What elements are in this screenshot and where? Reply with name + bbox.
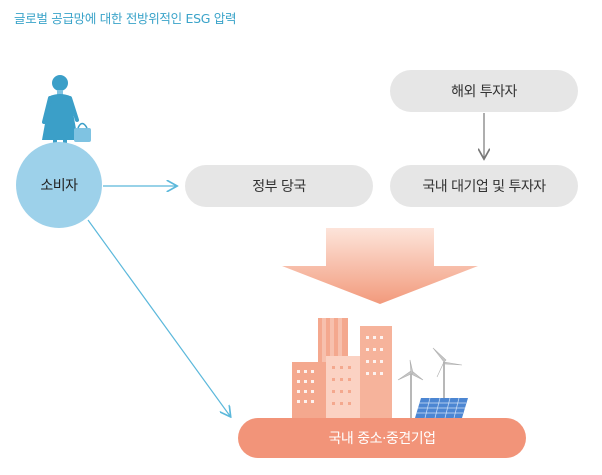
city-buildings-icon [292, 318, 392, 418]
diagram-title: 글로벌 공급망에 대한 전방위적인 ESG 압력 [14, 11, 237, 26]
node-domestic-large-companies: 국내 대기업 및 투자자 [390, 165, 578, 207]
wind-turbine-icon [397, 347, 463, 418]
shopping-bag-icon [74, 122, 91, 142]
node-overseas-investors: 해외 투자자 [390, 70, 578, 112]
consumer-person-icon [42, 75, 79, 148]
node-consumers: 소비자 [16, 142, 102, 228]
node-domestic-sme: 국내 중소·중견기업 [238, 418, 526, 458]
solar-panel-icon [415, 397, 468, 419]
big-down-arrow [282, 228, 478, 304]
node-government: 정부 당국 [185, 165, 373, 207]
arrow-consumer-to-sme [87, 219, 230, 416]
